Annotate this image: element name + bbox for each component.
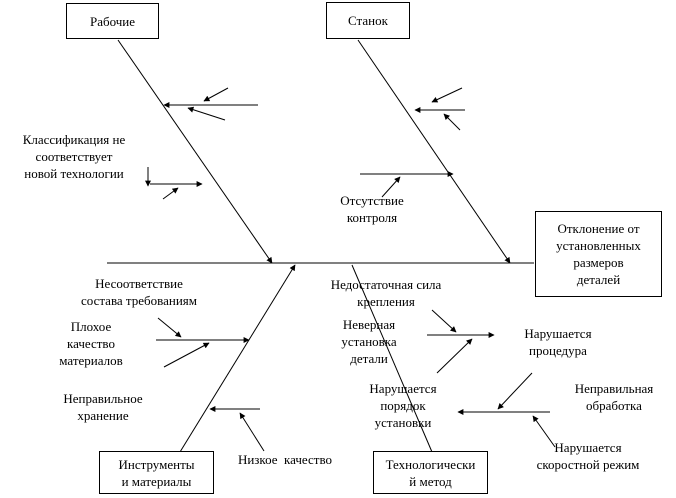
tools-sub-2a [239, 412, 265, 452]
cause-wrong-mount: Неверная установка детали [341, 317, 397, 366]
workers-bone [117, 39, 273, 264]
method-sub-2b [532, 415, 556, 448]
effect-label: Отклонение от установленных размеров дет… [556, 221, 641, 287]
cause-poor-quality: Плохое качество материалов [59, 319, 123, 368]
tools-bone [179, 264, 296, 453]
cause-speed: Нарушается скоростной режим [536, 440, 640, 472]
workers-sub-1b [187, 106, 226, 121]
machine-sub-1a [431, 87, 463, 103]
cause-classification: Классификация не соответствует новой тех… [22, 132, 126, 181]
cause-mismatch: Несоответствие состава требованиям [80, 276, 198, 308]
cause-clamping: Недостаточная сила крепления [330, 277, 442, 309]
machine-sub-2a [381, 176, 401, 198]
tools-sub-1a [157, 317, 182, 338]
category-label-machine: Станок [348, 13, 388, 28]
category-box-workers: Рабочие [66, 3, 159, 39]
cause-processing: Неправильная обработка [574, 381, 654, 413]
method-bone [351, 264, 433, 453]
cause-order: Нарушается порядок установки [369, 381, 437, 430]
method-sub-1a [431, 309, 457, 333]
category-box-method: Технологически й метод [373, 451, 488, 494]
cause-no-control: Отсутствие контроля [340, 193, 404, 225]
method-sub-2a [497, 372, 533, 410]
category-box-tools: Инструменты и материалы [99, 451, 214, 494]
effect-box: Отклонение от установленных размеров дет… [535, 211, 662, 297]
cause-storage: Неправильное хранение [63, 391, 143, 423]
category-label-method: Технологически й метод [385, 456, 476, 489]
method-sub-1b [436, 338, 473, 374]
category-label-workers: Рабочие [89, 13, 136, 29]
machine-bone [357, 39, 511, 264]
machine-sub-1b [443, 113, 461, 131]
cause-low-quality: Низкое качество [237, 452, 333, 467]
cause-procedure: Нарушается процедура [524, 326, 592, 358]
tools-sub-1b [163, 342, 210, 368]
workers-sub-2b [162, 187, 179, 200]
workers-sub-1a [203, 87, 229, 102]
category-label-tools: Инструменты и материалы [118, 456, 195, 489]
category-box-machine: Станок [326, 2, 410, 39]
